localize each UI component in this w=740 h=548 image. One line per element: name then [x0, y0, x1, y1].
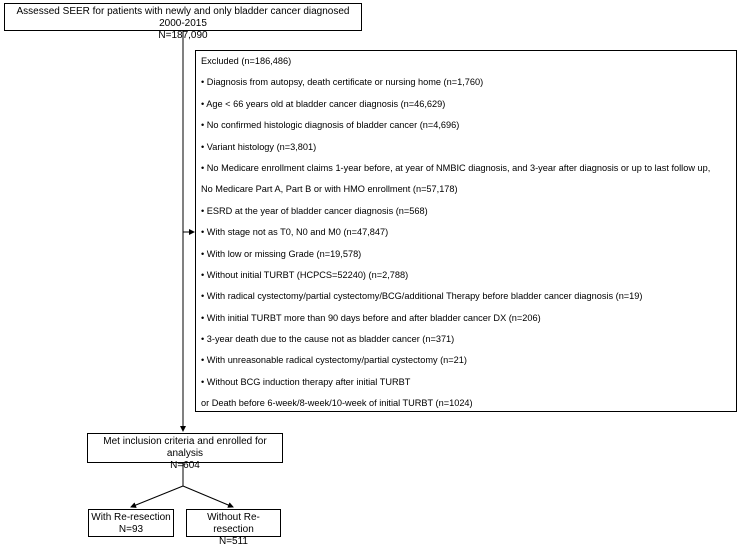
no-re-resection-count: N=511: [218, 536, 248, 547]
excluded-item: • Without BCG induction therapy after in…: [201, 376, 411, 387]
excluded-header: Excluded (n=186,486): [201, 56, 292, 66]
re-resection-count: N=93: [118, 524, 144, 535]
excluded-item: • Age < 66 years old at bladder cancer d…: [201, 98, 446, 109]
branch-left-arrow: [130, 485, 184, 508]
included-label: Met inclusion criteria and enrolled for …: [103, 436, 267, 459]
assessed-box: Assessed SEER for patients with newly an…: [4, 3, 362, 41]
excluded-item: • 3-year death due to the cause not as b…: [201, 334, 455, 345]
excluded-item: • With low or missing Grade (n=19,578): [201, 248, 362, 259]
no-re-resection-label: Without Re-resection: [207, 512, 260, 535]
excluded-item: • No confirmed histologic diagnosis of b…: [201, 120, 460, 131]
excluded-item: • ESRD at the year of bladder cancer dia…: [201, 205, 428, 216]
excluded-item: • With radical cystectomy/partial cystec…: [201, 291, 643, 302]
re-resection-box: With Re-resection N=93: [88, 509, 174, 537]
excluded-item: • Without initial TURBT (HCPCS=52240) (n…: [201, 269, 409, 280]
excluded-item: or Death before 6-week/8-week/10-week of…: [201, 398, 473, 409]
excluded-item: • With unreasonable radical cystectomy/p…: [201, 355, 467, 366]
branch-right-arrow: [182, 485, 234, 508]
included-box: Met inclusion criteria and enrolled for …: [87, 433, 283, 471]
re-resection-label: With Re-resection: [91, 512, 171, 523]
assessed-count: N=187,090: [158, 30, 208, 41]
excluded-item: • With initial TURBT more than 90 days b…: [201, 312, 541, 323]
excluded-item: • Diagnosis from autopsy, death certific…: [201, 77, 484, 88]
assessed-label: Assessed SEER for patients with newly an…: [16, 6, 350, 29]
excluded-box: Excluded (n=186,486) • Diagnosis from au…: [195, 50, 737, 412]
excluded-item: • Variant histology (n=3,801): [201, 141, 317, 152]
excluded-item: No Medicare Part A, Part B or with HMO e…: [201, 184, 458, 195]
included-count: N=604: [170, 460, 200, 471]
no-re-resection-box: Without Re-resection N=511: [186, 509, 281, 547]
excluded-item: • With stage not as T0, N0 and M0 (n=47,…: [201, 227, 389, 238]
excluded-item: • No Medicare enrollment claims 1-year b…: [201, 162, 711, 173]
